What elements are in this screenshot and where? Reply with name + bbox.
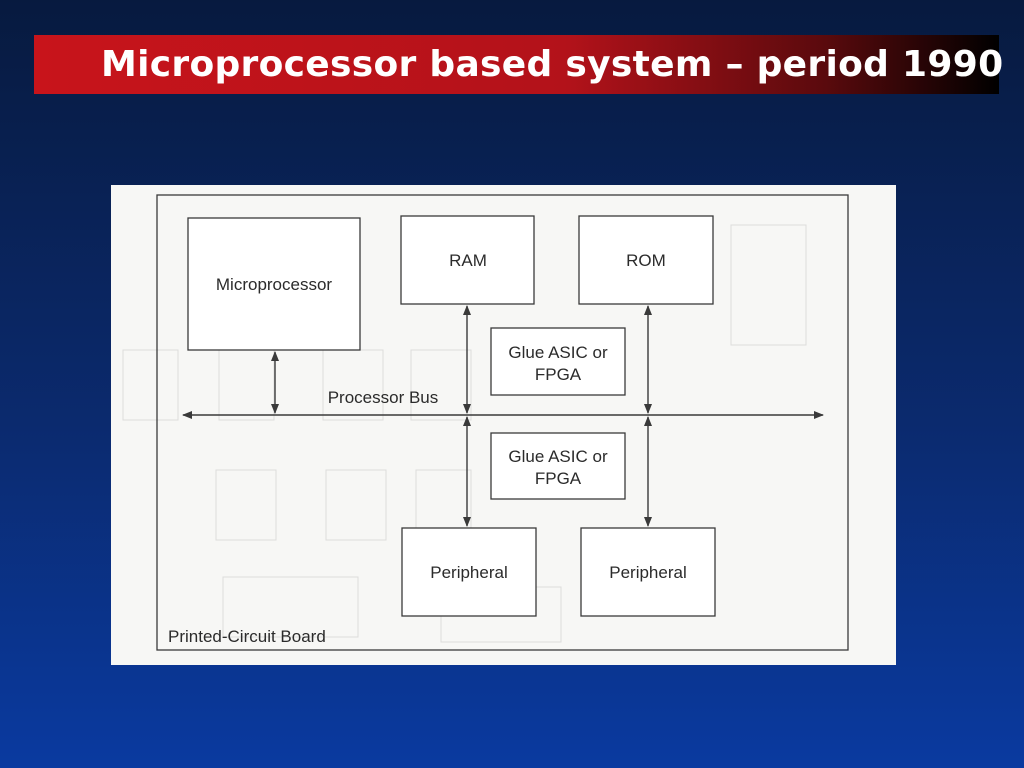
rom-label: ROM bbox=[626, 251, 666, 270]
glue-asic-bottom-line1: Glue ASIC or bbox=[508, 447, 608, 466]
microprocessor-block bbox=[187, 217, 361, 351]
microprocessor-label: Microprocessor bbox=[216, 275, 333, 294]
glue-asic-bottom-line2: FPGA bbox=[535, 469, 582, 488]
peripheral-right-block bbox=[580, 527, 716, 617]
ram-block bbox=[400, 215, 535, 305]
diagram-image: Microprocessor RAM ROM Glue ASIC or FPGA… bbox=[111, 185, 896, 665]
ram-label: RAM bbox=[449, 251, 487, 270]
rom-block bbox=[578, 215, 714, 305]
pcb-label: Printed-Circuit Board bbox=[168, 627, 326, 646]
pcb-outline bbox=[156, 194, 849, 651]
glue-asic-top-block bbox=[490, 327, 626, 396]
peripheral-left-block bbox=[401, 527, 537, 617]
peripheral-right-label: Peripheral bbox=[609, 563, 687, 582]
slide-title: Microprocessor based system – period 199… bbox=[101, 44, 1004, 85]
glue-asic-top-line1: Glue ASIC or bbox=[508, 343, 608, 362]
glue-asic-top-line2: FPGA bbox=[535, 365, 582, 384]
glue-asic-bottom-block bbox=[490, 432, 626, 500]
peripheral-left-label: Peripheral bbox=[430, 563, 508, 582]
processor-bus-label: Processor Bus bbox=[328, 388, 439, 407]
title-bar: Microprocessor based system – period 199… bbox=[34, 35, 1003, 94]
system-block-diagram: Microprocessor RAM ROM Glue ASIC or FPGA… bbox=[122, 194, 849, 651]
